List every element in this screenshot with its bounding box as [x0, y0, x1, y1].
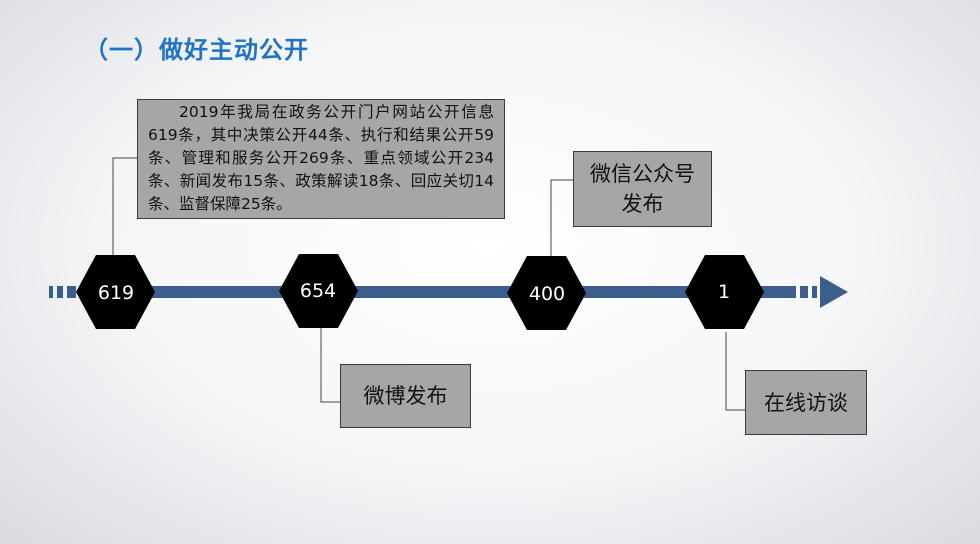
timeline-head-dashes — [800, 286, 817, 298]
hexagon-shape — [76, 255, 155, 329]
summary-textbox: 2019年我局在政务公开门户网站公开信息619条，其中决策公开44条、执行和结果… — [137, 99, 505, 219]
timeline-bar — [80, 286, 796, 298]
connector-line-wechat — [550, 179, 573, 258]
connector-line-interview — [725, 332, 745, 411]
milestone-value: 1 — [718, 281, 730, 303]
interview-label: 在线访谈 — [764, 390, 848, 415]
milestone-value: 619 — [98, 282, 134, 304]
interview-label-box: 在线访谈 — [745, 370, 867, 435]
slide-title: （一）做好主动公开 — [84, 36, 309, 64]
weibo-label: 微博发布 — [363, 384, 448, 408]
hexagon-shape — [507, 256, 586, 330]
milestone-400: 400 — [507, 256, 586, 330]
hexagon-shape — [279, 254, 358, 328]
milestone-value: 654 — [300, 280, 336, 302]
milestone-654: 654 — [279, 254, 358, 328]
hexagon-shape — [685, 255, 764, 329]
connector-line-summary — [112, 157, 137, 258]
connector-line-weibo — [320, 328, 340, 403]
wechat-label-box: 微信公众号发布 — [573, 151, 712, 227]
timeline-tail-dashes — [49, 286, 76, 298]
weibo-label-box: 微博发布 — [340, 364, 471, 428]
wechat-label: 微信公众号发布 — [590, 162, 695, 216]
milestone-619: 619 — [76, 255, 155, 329]
timeline-arrow-icon — [820, 276, 848, 308]
milestone-value: 400 — [529, 283, 565, 305]
milestone-1: 1 — [685, 255, 764, 329]
